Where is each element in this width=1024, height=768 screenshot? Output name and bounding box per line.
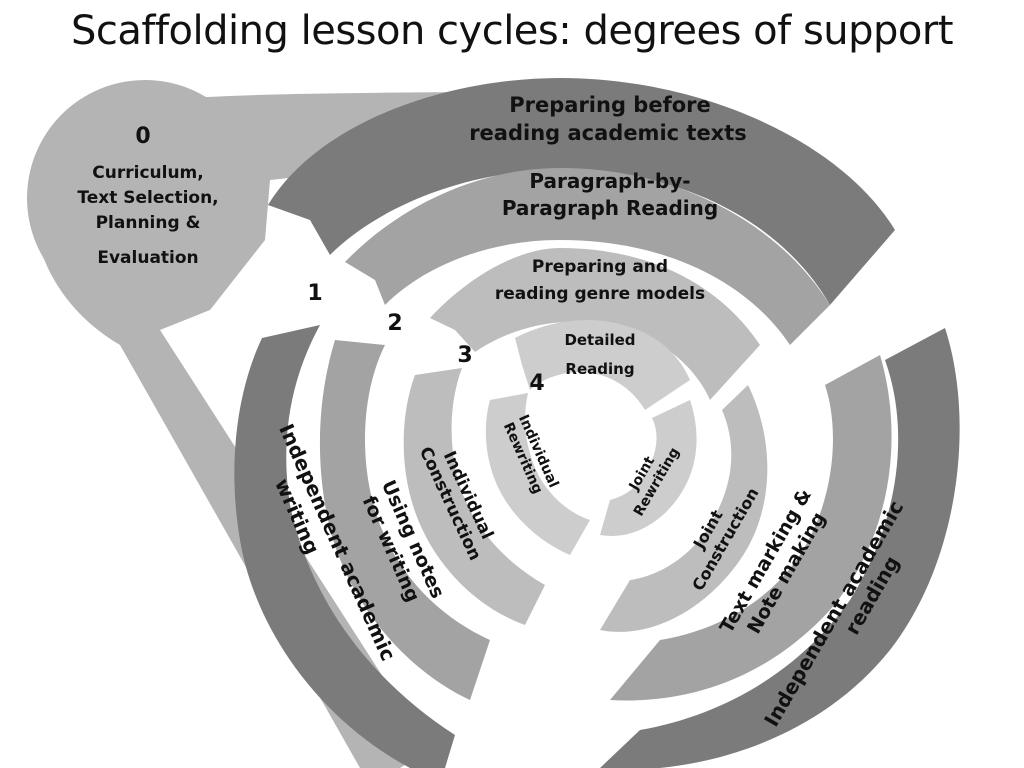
cycle-number-4: 4 — [529, 371, 544, 396]
ring4-right-band — [600, 400, 697, 536]
ring1-top-band — [268, 78, 895, 305]
ring3-reading-line-1: Preparing and — [532, 257, 668, 277]
ring3-left-band — [403, 368, 545, 625]
ring4-reading-line-1: Detailed — [564, 331, 635, 349]
stage0-line-2: Text Selection, — [77, 188, 218, 208]
ring1-right-band — [600, 328, 960, 768]
stage0-line-4: Evaluation — [97, 248, 198, 268]
cycle-number-2: 2 — [387, 311, 402, 336]
ring2-reading-line-2: Paragraph Reading — [502, 196, 718, 220]
cycle-number-1: 1 — [307, 281, 322, 306]
ring4-reading-line-2: Reading — [565, 360, 634, 378]
ring4-top-band — [515, 320, 690, 410]
ring2-right-band — [610, 355, 892, 701]
ring2-top-band — [345, 168, 830, 345]
stage0-line-1: Curriculum, — [92, 163, 203, 183]
cycle-number-3: 3 — [457, 343, 472, 368]
stage0-number: 0 — [135, 124, 150, 149]
slide-title: Scaffolding lesson cycles: degrees of su… — [70, 8, 954, 54]
ring3-right-band — [600, 385, 768, 632]
ring3-top-band — [430, 248, 760, 400]
ring4-left-band — [485, 393, 590, 555]
ring1-left-band — [234, 325, 455, 768]
ring1-reading-line-1: Preparing before — [509, 93, 710, 117]
stage0-circle — [27, 80, 263, 316]
ring3-reading-line-2: reading genre models — [495, 284, 705, 304]
ring1-reading-line-2: reading academic texts — [469, 121, 747, 145]
ring2-reading-line-1: Paragraph-by- — [529, 169, 690, 193]
stage0-line-3: Planning & — [96, 213, 201, 233]
ring2-left-band — [319, 340, 490, 700]
